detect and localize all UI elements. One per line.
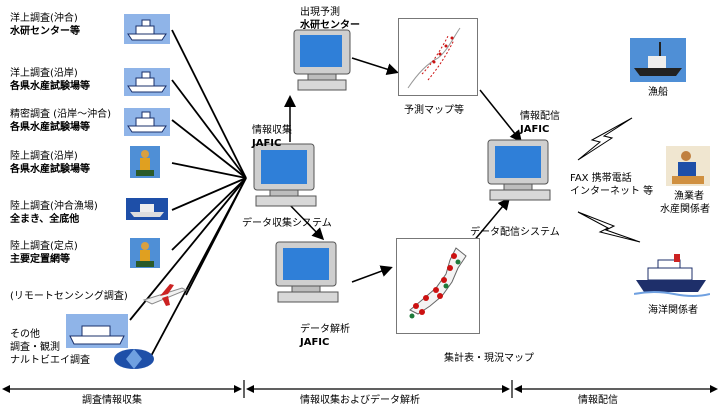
source-7-label: (リモートセンシング調査) [10, 291, 128, 302]
phase-label-analysis: 情報収集およびデータ解析 [300, 395, 420, 406]
ship-icon [124, 68, 170, 96]
fishing-boat-icon [630, 38, 686, 82]
source-8-label: その他調査・観測ナルトビエイ調査 [10, 329, 90, 366]
ship-icon [124, 108, 170, 136]
source-5-label: 陸上調査(沖合漁場)全まき、全底他 [10, 201, 98, 225]
source-connector-lines [129, 29, 247, 359]
distribution-computer-icon [487, 139, 551, 201]
phase-arrow-right-1 [234, 385, 242, 393]
phase-label-distribution: 情報配信 [578, 395, 618, 406]
lightning-bolt-lower [577, 211, 641, 243]
survey-ship-icon [66, 314, 128, 348]
fisherman-icon [130, 238, 160, 268]
collection-system-caption: データ収集システム [242, 218, 332, 229]
arrow-forecast-to-map [351, 57, 399, 75]
summary-map-label: 集計表・現況マップ [444, 353, 534, 364]
ship-icon [124, 14, 170, 44]
phase-arrow-right-2 [502, 385, 510, 393]
channels-label: FAX 携帯電話インターネット 等 [570, 173, 654, 197]
fishing-vessel-icon [126, 198, 168, 220]
source-3-label: 精密調査 (沿岸〜沖合)各県水産試験場等 [10, 109, 111, 133]
fisherman-icon [130, 146, 160, 178]
forecast-computer-icon [293, 29, 351, 91]
phase-label-collection: 調査情報収集 [82, 395, 142, 406]
phase-arrow-right-3 [710, 385, 718, 393]
source-1-label: 洋上調査(沖合)水研センター等 [10, 13, 80, 37]
cruise-ship-icon [634, 254, 710, 297]
forecast-label: 出現予測水研センター [300, 7, 360, 31]
ray-fish-icon [114, 349, 154, 369]
source-2-label: 洋上調査(沿岸)各県水産試験場等 [10, 68, 90, 92]
recipient-fishing-boat-label: 漁船 [648, 87, 668, 98]
airplane-icon [142, 284, 188, 306]
recipient-fisher-label: 漁業者水産関係者 [660, 191, 710, 215]
fisher-worker-icon [666, 146, 710, 186]
analysis-computer-icon [275, 241, 339, 303]
phase-bar [6, 380, 714, 398]
phase-arrow-left [2, 385, 10, 393]
phase-arrow-left-3 [514, 385, 522, 393]
collection-computer-icon [253, 143, 317, 207]
lightning-bolt-upper [577, 117, 633, 161]
source-4-label: 陸上調査(沿岸)各県水産試験場等 [10, 151, 90, 175]
distribution-system-caption: データ配信システム [470, 227, 560, 238]
arrow-forecast-map-to-distribution [479, 89, 522, 143]
forecast-map-icon [398, 18, 478, 96]
arrow-analysis-to-map [351, 265, 393, 283]
source-6-label: 陸上調査(定点)主要定置網等 [10, 241, 78, 265]
forecast-map-label: 予測マップ等 [404, 105, 464, 116]
phase-arrow-left-2 [246, 385, 254, 393]
recipient-marine-label: 海洋関係者 [648, 305, 698, 316]
summary-map-icon [396, 238, 480, 334]
